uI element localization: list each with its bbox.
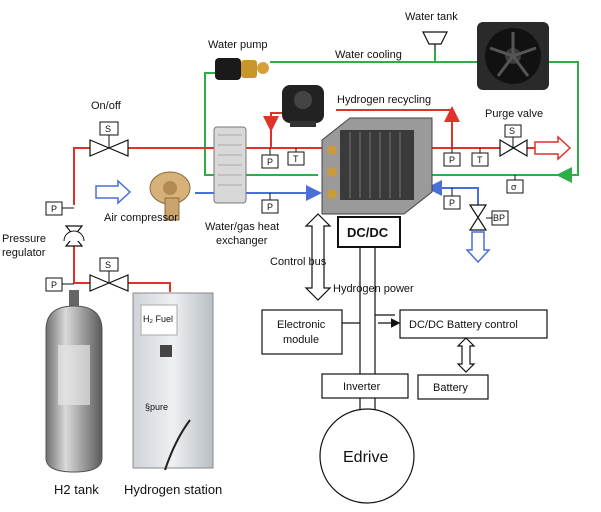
pressure-regulator-icon <box>63 225 85 247</box>
battery-label: Battery <box>433 382 468 394</box>
station-logo-label: §pure <box>145 402 168 412</box>
pressure-sensor-1: P <box>45 201 74 216</box>
dcdc-battery-control-box <box>399 309 548 339</box>
h2-tank-label: H2 tank <box>54 482 99 497</box>
water-pump-label: Water pump <box>208 39 268 51</box>
pressure-sensor-h2-inlet: P <box>261 148 279 169</box>
back-pressure-valve-icon: BP <box>468 204 509 231</box>
svg-text:P: P <box>267 157 273 167</box>
edrive-label: Edrive <box>343 449 388 466</box>
pressure-sensor-air-inlet: P <box>261 193 279 214</box>
dcdc-label: DC/DC <box>347 225 389 240</box>
svg-text:BP: BP <box>493 213 505 223</box>
dcdc-box <box>337 216 401 248</box>
water-pump-icon <box>215 58 269 80</box>
station-brand-label: H₂ Fuel <box>143 314 173 324</box>
conductivity-sensor: σ <box>506 175 524 194</box>
pressure-regulator-label-1: Pressure <box>2 233 46 245</box>
hydrogen-recycling-pump-icon <box>282 85 324 127</box>
air-inlet-arrow <box>95 179 132 205</box>
fuel-cell-stack-icon <box>321 117 433 215</box>
hydrogen-station-icon: H₂ Fuel §pure <box>132 292 214 471</box>
battery-box <box>417 374 489 400</box>
inverter-box <box>321 373 409 399</box>
svg-text:P: P <box>51 280 57 290</box>
purge-valve-label: Purge valve <box>485 108 543 120</box>
svg-text:P: P <box>449 198 455 208</box>
svg-text:S: S <box>105 124 111 134</box>
svg-text:S: S <box>509 126 515 136</box>
svg-text:T: T <box>477 155 483 165</box>
filling-valve-icon: S <box>89 257 129 292</box>
hydrogen-recycling-label: Hydrogen recycling <box>337 94 431 106</box>
battery-control-arrow <box>456 337 476 373</box>
air-compressor-icon <box>149 171 191 221</box>
electronic-module-label-2: module <box>283 334 319 346</box>
electronic-module-label-1: Electronic <box>277 319 326 331</box>
control-bus-label: Control bus <box>270 256 327 268</box>
heat-exchanger-label-2: exchanger <box>216 235 268 247</box>
h2-tank-icon <box>45 290 103 473</box>
on-off-valve-icon: S <box>89 121 129 157</box>
purge-valve-icon: S <box>499 124 528 158</box>
air-line <box>195 180 479 205</box>
svg-text:P: P <box>267 202 273 212</box>
control-bus-arrow <box>304 213 332 301</box>
water-cooling-label: Water cooling <box>335 49 402 61</box>
temperature-sensor-h2-inlet: T <box>287 148 305 166</box>
svg-text:T: T <box>293 154 299 164</box>
water-tank-label: Water tank <box>405 11 458 23</box>
heat-exchanger-label-1: Water/gas heat <box>205 221 279 233</box>
electronic-module-box <box>261 309 343 355</box>
pressure-sensor-2: P <box>45 277 74 292</box>
temperature-sensor-h2-outlet: T <box>471 148 489 167</box>
purge-outlet-arrow <box>534 135 572 161</box>
hydrogen-power-label: Hydrogen power <box>333 283 414 295</box>
pressure-sensor-h2-outlet: P <box>443 148 461 167</box>
svg-text:S: S <box>105 260 111 270</box>
edrive-circle <box>319 408 415 504</box>
svg-text:P: P <box>51 204 57 214</box>
water-tank-icon <box>422 31 448 50</box>
radiator-fan-icon <box>477 22 549 90</box>
hydrogen-station-label: Hydrogen station <box>124 482 222 497</box>
air-exhaust-arrow <box>465 231 491 264</box>
dcdc-battery-control-label: DC/DC Battery control <box>409 319 518 331</box>
pressure-regulator-label-2: regulator <box>2 247 46 259</box>
pressure-sensor-air-outlet: P <box>443 188 461 210</box>
air-compressor-label: Air compressor <box>104 212 178 224</box>
inverter-label: Inverter <box>343 381 381 393</box>
heat-exchanger-icon <box>213 126 247 204</box>
svg-text:σ: σ <box>511 182 517 192</box>
svg-text:P: P <box>449 155 455 165</box>
power-lines <box>342 247 401 410</box>
on-off-label: On/off <box>91 100 122 112</box>
